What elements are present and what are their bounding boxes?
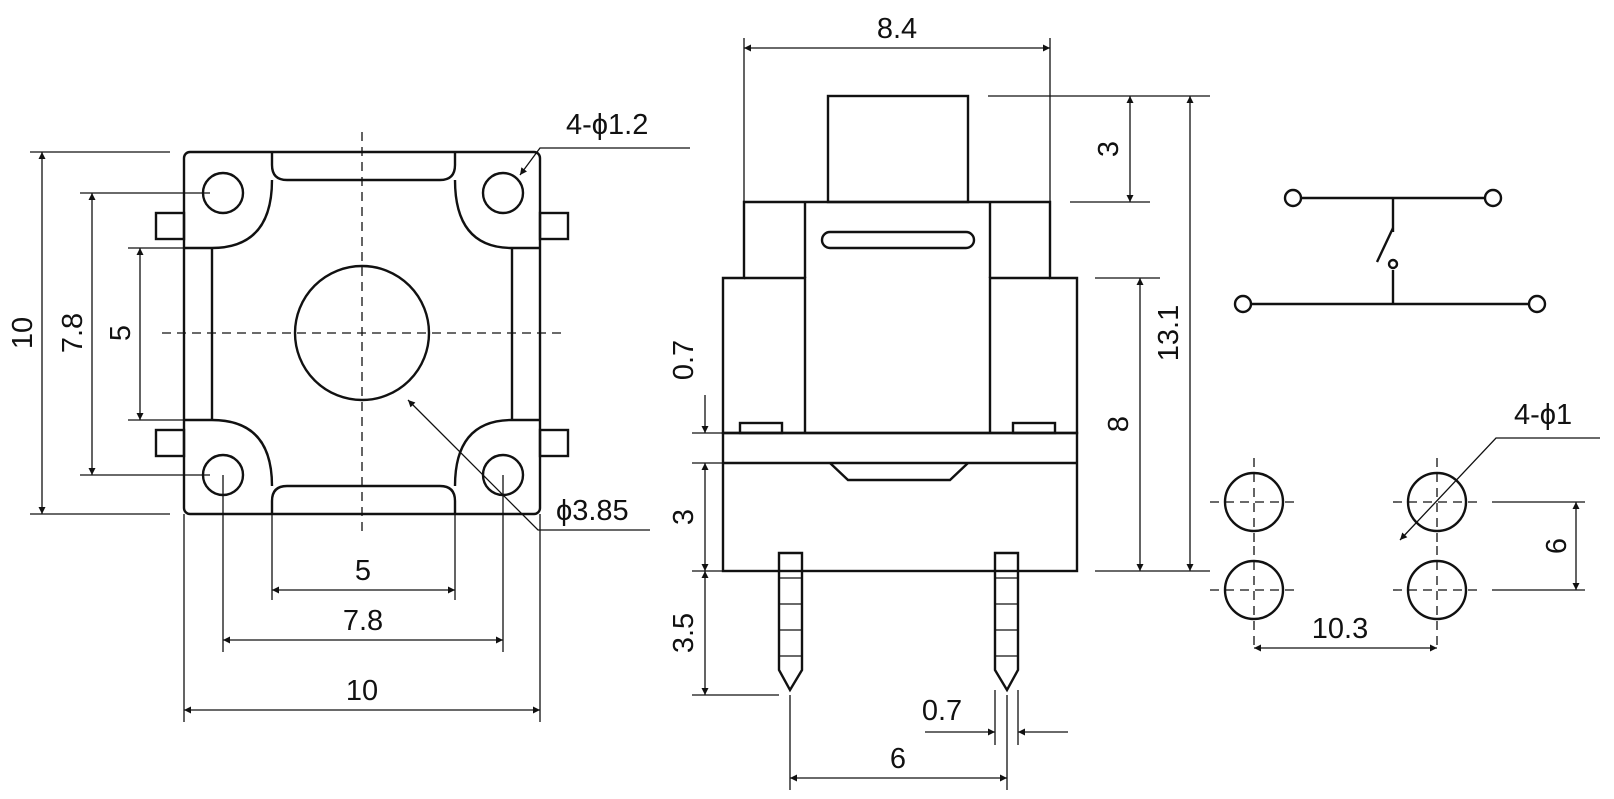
- dim-overall-height: 10: [7, 317, 39, 349]
- dim-body-width: 8.4: [877, 13, 917, 45]
- side-view-pin-right: [993, 551, 1020, 693]
- actuator-diameter: ϕ3.85: [556, 495, 629, 527]
- side-view-base: [721, 431, 1079, 573]
- dim-pin-width: 0.7: [922, 695, 962, 727]
- top-view-tab-left-upper: [154, 211, 186, 241]
- top-view-corner-bl: [184, 418, 274, 487]
- footprint-row-pitch: 6: [1541, 538, 1573, 554]
- pcb-footprint: 6 10.3 4-ϕ1: [1210, 399, 1600, 652]
- top-view-tab-right-lower: [538, 428, 570, 458]
- dim-base-height: 3: [668, 509, 700, 525]
- switch-schematic: [1233, 188, 1547, 314]
- schematic-terminal-4: [1527, 294, 1547, 314]
- top-view-frame-bottom: [270, 484, 457, 514]
- dim-pin-span-height: 7.8: [57, 313, 89, 353]
- top-view-actuator-circle: [293, 264, 431, 402]
- schematic-terminal-2: [1483, 188, 1503, 208]
- schematic-terminal-3: [1233, 294, 1253, 314]
- dim-step-height: 0.7: [668, 340, 700, 380]
- top-view: 10 7.8 5 5 7.8 10 4-ϕ1.2 ϕ3.85: [7, 109, 690, 722]
- top-view-hole-tr: [481, 171, 525, 215]
- dim-pin-length: 3.5: [668, 613, 700, 653]
- dim-inner-height: 5: [105, 325, 137, 341]
- leader-hole-callout: [519, 147, 690, 176]
- side-view-pin-left: [777, 551, 804, 693]
- schematic-terminal-1: [1283, 188, 1303, 208]
- top-view-corner-tr: [453, 179, 540, 250]
- schematic-switch-contact: [1375, 227, 1395, 263]
- footprint-column-pitch: 10.3: [1312, 613, 1368, 645]
- footprint-hole-callout: 4-ϕ1: [1514, 399, 1572, 431]
- dim-total-height: 13.1: [1153, 305, 1185, 361]
- dim-actuator-height: 3: [1093, 141, 1125, 157]
- top-view-tab-left-lower: [154, 428, 186, 458]
- dim-overall-width: 10: [346, 675, 378, 707]
- dim-inner-width: 5: [355, 555, 371, 587]
- side-view-upper-housing: [721, 200, 1079, 435]
- top-view-tab-right-upper: [538, 211, 570, 241]
- side-view-actuator: [826, 94, 970, 204]
- side-view: 8.4 3 13.1 8 0.7 3 3.5 0.7 6: [668, 13, 1210, 790]
- dim-body-height: 8: [1103, 416, 1135, 432]
- hole-callout: 4-ϕ1.2: [566, 109, 648, 141]
- side-view-slot: [820, 230, 976, 250]
- leader-footprint-hole: [1399, 437, 1600, 541]
- top-view-frame-top: [270, 152, 457, 182]
- dim-pin-pitch: 6: [890, 743, 906, 775]
- leader-actuator-diameter: [407, 399, 650, 531]
- dim-pin-span-width: 7.8: [343, 605, 383, 637]
- top-view-corner-br: [453, 418, 540, 487]
- top-view-corner-tl: [184, 179, 274, 250]
